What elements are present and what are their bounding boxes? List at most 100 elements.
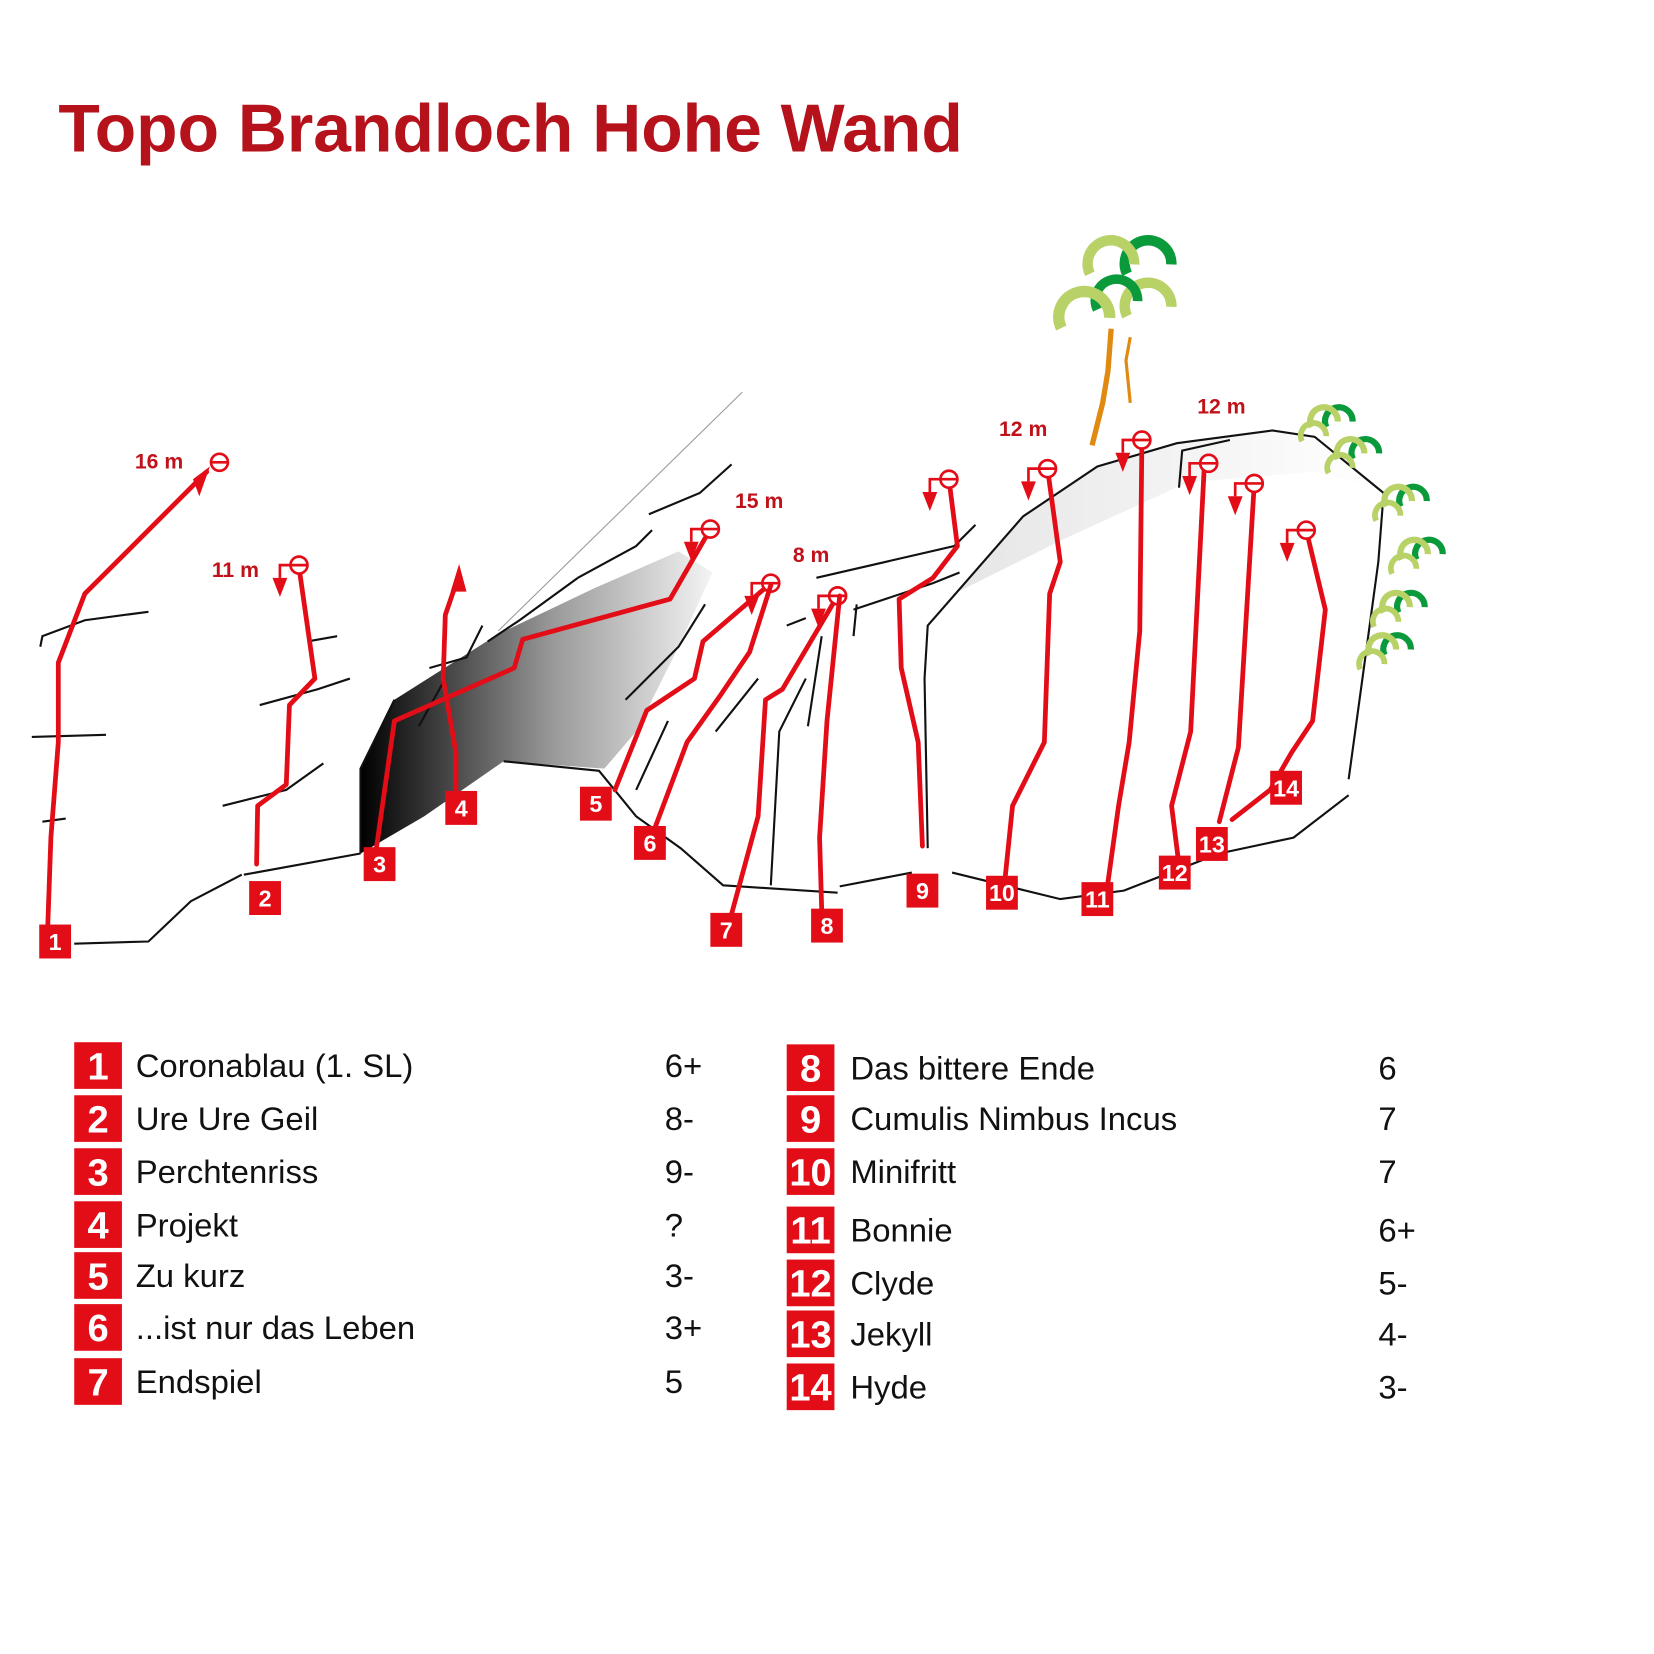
anchor-icon <box>811 586 848 628</box>
route-name: Zu kurz <box>136 1257 246 1294</box>
legend-number: 9 <box>800 1098 821 1141</box>
trees <box>1053 235 1446 671</box>
lower-off-arrow-icon <box>1279 542 1295 562</box>
lower-off-arrow-icon <box>1021 481 1036 501</box>
route-number: 6 <box>643 830 656 856</box>
route-10[interactable]: 10 <box>986 458 1063 910</box>
route-line[interactable] <box>729 593 840 917</box>
route-number-badge[interactable]: 9 <box>906 873 939 908</box>
lower-off-arrow-icon <box>272 577 288 597</box>
route-line[interactable] <box>1002 466 1063 881</box>
route-number-badge[interactable]: 6 <box>634 825 666 860</box>
leaf-icon <box>1394 589 1428 614</box>
route-grade: 4- <box>1378 1315 1407 1352</box>
legend-row[interactable]: 9 Cumulis Nimbus Incus 7 <box>786 1095 1397 1142</box>
anchor-icon <box>209 452 230 473</box>
route-name: Endspiel <box>136 1363 262 1400</box>
route-1[interactable]: 1 <box>39 452 230 959</box>
route-grade: 6+ <box>1378 1212 1415 1249</box>
cave-shading <box>360 551 713 854</box>
route-name: Cumulis Nimbus Incus <box>850 1100 1177 1137</box>
route-line[interactable] <box>1229 527 1328 822</box>
route-7[interactable]: 7 <box>710 586 848 947</box>
route-number: 3 <box>373 852 386 878</box>
route-4[interactable]: 4 <box>440 564 478 825</box>
tree-trunk <box>1089 328 1114 446</box>
leaf-icon <box>1380 632 1414 657</box>
route-number-badge[interactable]: 7 <box>710 912 743 947</box>
route-line[interactable] <box>1169 460 1207 860</box>
arrow-up-icon <box>450 564 467 592</box>
route-12[interactable]: 12 <box>1158 453 1219 890</box>
route-14[interactable]: 14 <box>1229 520 1328 822</box>
route-grade: 7 <box>1378 1100 1396 1137</box>
route-9[interactable]: 9 <box>896 469 960 908</box>
page-title: Topo Brandloch Hohe Wand <box>58 92 963 167</box>
route-number-badge[interactable]: 13 <box>1195 827 1228 861</box>
lower-off-arrow-icon <box>744 595 760 615</box>
route-grade: 8- <box>665 1100 694 1137</box>
route-line[interactable] <box>817 593 843 913</box>
route-name: ...ist nur das Leben <box>136 1309 415 1346</box>
route-11[interactable]: 11 <box>1081 430 1152 917</box>
route-number-badge[interactable]: 14 <box>1270 770 1302 805</box>
route-number: 7 <box>720 917 733 943</box>
route-number-badge[interactable]: 2 <box>249 881 281 916</box>
route-line[interactable] <box>1216 481 1257 825</box>
route-number-badge[interactable]: 12 <box>1158 855 1191 890</box>
route-line[interactable] <box>896 476 960 849</box>
legend-number: 12 <box>789 1263 831 1306</box>
route-number-badge[interactable]: 5 <box>579 786 612 821</box>
route-name: Perchtenriss <box>136 1153 319 1190</box>
route-line[interactable] <box>254 564 318 867</box>
route-line[interactable] <box>45 469 210 931</box>
legend-number: 2 <box>87 1098 108 1141</box>
route-number-badge[interactable]: 3 <box>363 847 396 882</box>
lower-off-arrow-icon <box>811 608 826 628</box>
route-length-label: 12 m <box>1197 395 1245 418</box>
legend-number-badge <box>74 1148 122 1195</box>
leaf-icon <box>1321 404 1356 429</box>
legend-number-badge <box>74 1358 122 1405</box>
route-length-label: 8 m <box>793 544 830 567</box>
route-3[interactable]: 3 <box>363 519 721 882</box>
route-number-badge[interactable]: 4 <box>445 790 478 825</box>
route-8[interactable]: 8 <box>811 593 843 943</box>
lower-off-arrow-icon <box>922 491 938 512</box>
route-line[interactable] <box>652 582 774 830</box>
route-5[interactable]: 5 <box>579 573 781 821</box>
route-length-label: 15 m <box>735 490 783 513</box>
route-6[interactable]: 6 <box>634 582 774 860</box>
route-number-badge[interactable]: 11 <box>1081 882 1114 917</box>
route-number-badge[interactable]: 8 <box>811 908 843 943</box>
route-grade: ? <box>665 1206 683 1243</box>
route-line[interactable] <box>612 580 774 793</box>
arrow-icon <box>192 466 210 497</box>
route-13[interactable]: 13 <box>1195 473 1265 861</box>
route-line[interactable] <box>1105 437 1145 885</box>
route-2[interactable]: 2 <box>249 555 318 916</box>
anchor-icon <box>922 469 959 512</box>
legend-number-badge <box>74 1252 122 1299</box>
leaf-icon <box>1356 648 1388 671</box>
route-number-badge[interactable]: 10 <box>986 875 1018 910</box>
route-name: Bonnie <box>850 1212 952 1249</box>
route-number-badge[interactable]: 1 <box>39 924 72 959</box>
leaf-icon <box>1119 235 1177 277</box>
route-line[interactable] <box>440 575 461 793</box>
route-line[interactable] <box>374 526 713 851</box>
